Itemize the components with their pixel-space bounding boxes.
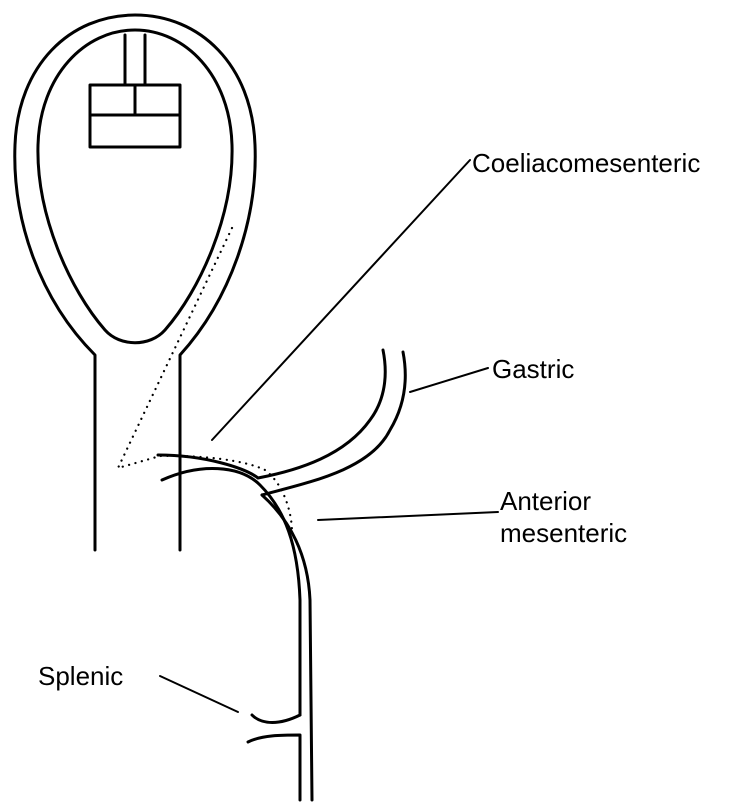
leader-anterior-mesenteric bbox=[318, 512, 498, 520]
label-gastric: Gastric bbox=[492, 354, 574, 384]
anterior-mesenteric-outer bbox=[262, 495, 312, 800]
leader-splenic bbox=[160, 676, 238, 712]
label-coeliacomesenteric: Coeliacomesenteric bbox=[472, 148, 700, 178]
inner-loop bbox=[38, 30, 232, 343]
label-anterior: Anterior bbox=[500, 486, 591, 516]
coeliac-upper-branch bbox=[158, 350, 385, 478]
splenic-branch-upper bbox=[252, 715, 300, 723]
label-splenic: Splenic bbox=[38, 661, 123, 691]
anterior-mesenteric-inner bbox=[162, 469, 300, 715]
label-mesenteric: mesenteric bbox=[500, 518, 627, 548]
splenic-branch-lower bbox=[248, 735, 300, 800]
leader-gastric bbox=[410, 368, 488, 392]
dotted-path bbox=[118, 228, 292, 532]
